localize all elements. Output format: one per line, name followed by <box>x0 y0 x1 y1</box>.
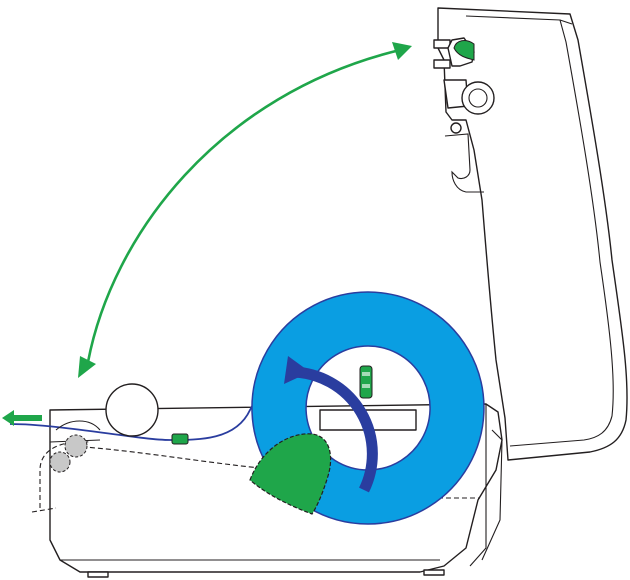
left-arrow-icon <box>2 410 42 426</box>
printer-lid <box>433 7 628 461</box>
counterclockwise-arrow-icon <box>293 366 378 493</box>
arrowhead-bottom <box>78 356 96 378</box>
rotation-arrowhead <box>284 356 310 384</box>
media-path-blue <box>9 395 259 441</box>
arrowhead-top <box>392 42 412 60</box>
media-guide-green <box>171 433 189 445</box>
gray-roller-right <box>64 434 88 458</box>
double-headed-curved-arrow-icon <box>86 48 401 363</box>
green-media-guide <box>249 433 332 515</box>
lid-green-latch <box>453 40 475 61</box>
front-roller <box>105 383 159 437</box>
gray-roller-left <box>49 451 71 473</box>
